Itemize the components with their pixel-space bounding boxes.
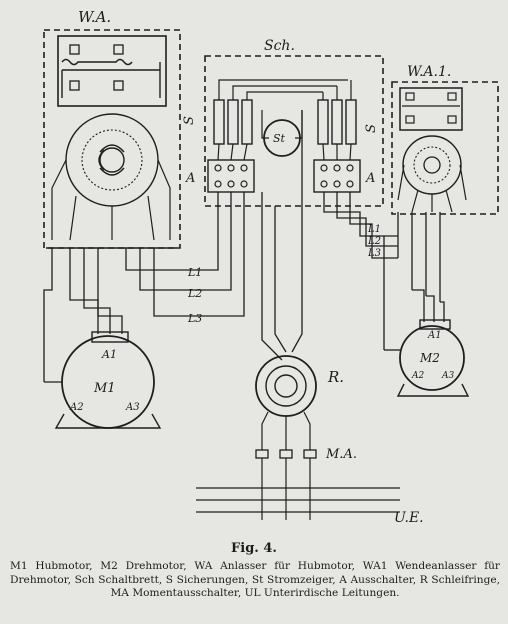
figure-caption: Fig. 4. (231, 541, 277, 556)
label-s-right: S (364, 124, 379, 133)
label-l3: L3 (187, 312, 202, 325)
label-l1: L1 (187, 266, 202, 279)
line-bundle-right (323, 192, 445, 350)
starter-wa1 (391, 81, 499, 215)
motor-m2 (384, 319, 470, 397)
label-m2: M2 (419, 351, 440, 365)
label-sch: Sch. (264, 38, 295, 54)
label-wa: W.A. (78, 8, 111, 26)
label-a-left: A (185, 171, 195, 186)
momentary-switch-ma (255, 449, 317, 520)
label-wa1: W.A.1. (407, 64, 451, 80)
motor-m1 (44, 331, 162, 429)
slip-rings-r (255, 110, 317, 450)
label-m2-a1: A1 (427, 330, 442, 341)
wiring-diagram: W.A. W.A.1. (43, 8, 499, 526)
label-a-right: A (365, 171, 375, 186)
switchboard-sch (204, 55, 384, 207)
label-ue: U.E. (394, 510, 424, 526)
label-l2: L2 (187, 287, 202, 300)
label-m1: M1 (93, 381, 116, 396)
label-m1-a3: A3 (125, 402, 140, 413)
label-m1-a2: A2 (69, 402, 84, 413)
label-m2-a2: A2 (411, 371, 424, 381)
label-ma: M.A. (325, 447, 357, 462)
line-bundle-left (43, 192, 245, 382)
label-m1-a1: A1 (101, 348, 117, 361)
label-s-left: S (182, 116, 197, 125)
label-r: R. (327, 368, 344, 386)
starter-wa (43, 29, 181, 249)
label-l1-right: L1 (367, 224, 381, 235)
label-l3-right: L3 (367, 248, 381, 259)
label-l2-right: L2 (367, 236, 381, 247)
underground-cables-ue (196, 487, 400, 513)
label-st: St (273, 132, 286, 145)
figure-legend: M1 Hubmotor, M2 Drehmotor, WA Anlasser f… (10, 560, 500, 600)
label-m2-a3: A3 (441, 371, 454, 381)
